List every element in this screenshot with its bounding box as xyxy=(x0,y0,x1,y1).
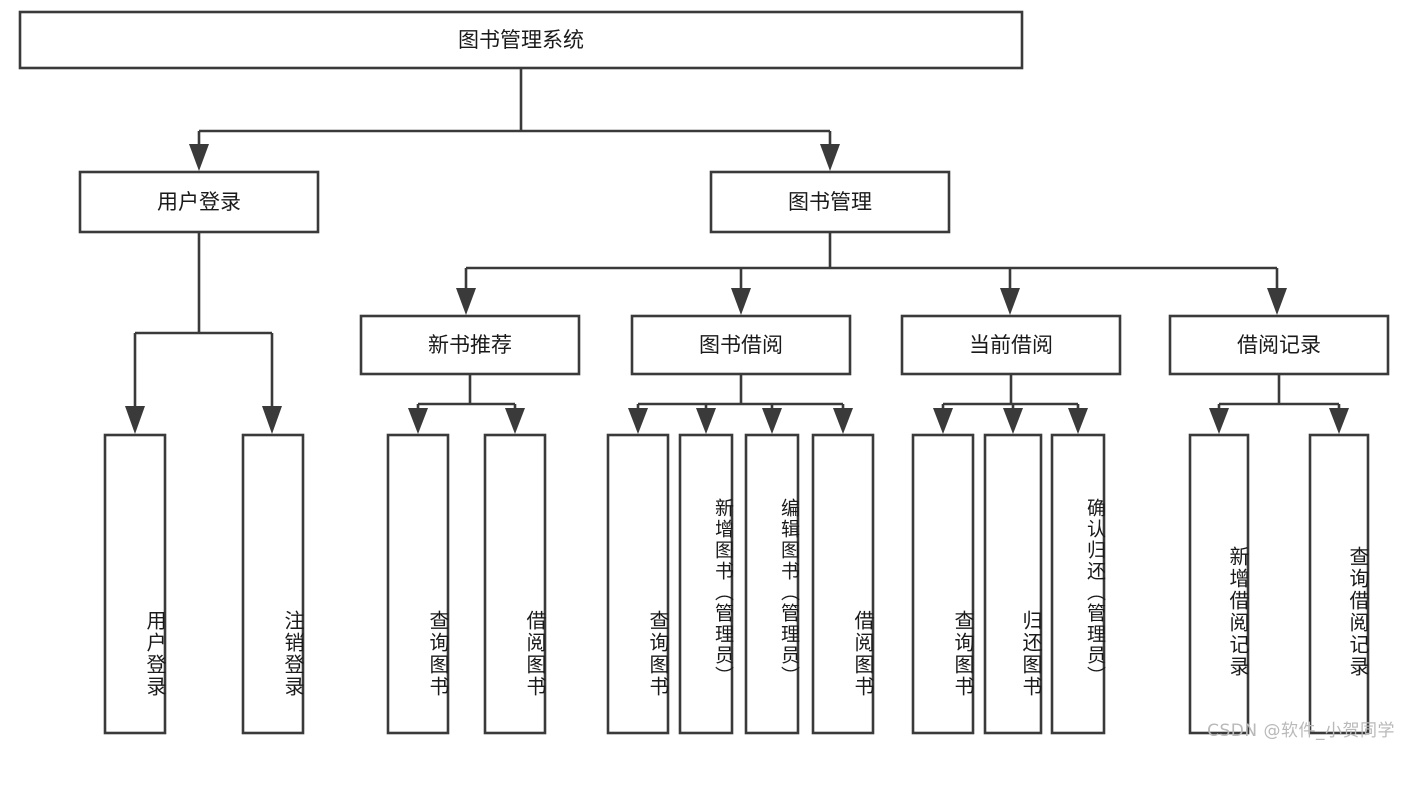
node-leaf-logout-login-box[interactable] xyxy=(241,433,305,735)
connector-root-to-level2 xyxy=(189,68,840,171)
connector-current-borrow-to-leaves xyxy=(933,374,1088,434)
node-current-borrow-label: 当前借阅 xyxy=(969,333,1053,357)
arrow-head-leaf-user-login xyxy=(125,406,145,434)
connector-book-borrow-to-leaves xyxy=(628,374,853,434)
node-leaf-user-login-box[interactable] xyxy=(103,433,167,735)
node-new-book-recommend-label: 新书推荐 xyxy=(428,333,512,357)
arrow-head-leaf-add-borrow-record xyxy=(1209,408,1229,434)
node-leaf-confirm-return-box[interactable] xyxy=(1050,433,1106,735)
arrow-head-borrow-record xyxy=(1267,288,1287,315)
arrow-head-leaf-logout-login xyxy=(262,406,282,434)
connector-book-manage-to-level3 xyxy=(456,232,1287,315)
arrow-head-new-book-recommend xyxy=(456,288,476,315)
arrow-head-leaf-edit-book xyxy=(762,408,782,434)
arrow-head-book-borrow xyxy=(731,288,751,315)
arrow-head-leaf-query-book-3 xyxy=(933,408,953,434)
node-leaf-add-book-box[interactable] xyxy=(678,433,734,735)
node-user-login-label: 用户登录 xyxy=(157,190,241,214)
node-book-manage-label: 图书管理 xyxy=(788,190,872,214)
node-leaf-query-book-3-box[interactable] xyxy=(911,433,975,735)
node-leaf-borrow-book-2-box[interactable] xyxy=(811,433,875,735)
flowchart-canvas: 图书管理系统 用户登录 图书管理 新书推荐 图书借阅 当前借阅 借阅记录 xyxy=(18,10,1390,735)
node-root-label: 图书管理系统 xyxy=(458,28,584,52)
node-leaf-query-book-2-box[interactable] xyxy=(606,433,670,735)
node-new-book-recommend-box[interactable] xyxy=(359,314,581,376)
node-root-box[interactable] xyxy=(18,10,1024,70)
connector-new-book-recommend-to-leaves xyxy=(408,374,525,434)
arrow-head-leaf-borrow-book-2 xyxy=(833,408,853,434)
node-leaf-query-book-1-box[interactable] xyxy=(386,433,450,735)
arrow-head-book-manage xyxy=(820,144,840,171)
arrow-head-leaf-borrow-book-1 xyxy=(505,408,525,434)
node-leaf-query-borrow-record-box[interactable] xyxy=(1308,433,1370,735)
arrow-head-leaf-query-borrow-record xyxy=(1329,408,1349,434)
csdn-watermark: CSDN @软件_小贺同学 xyxy=(1207,721,1395,741)
arrow-head-current-borrow xyxy=(1000,288,1020,315)
node-leaf-return-book-box[interactable] xyxy=(983,433,1043,735)
node-leaf-edit-book-box[interactable] xyxy=(744,433,800,735)
arrow-head-leaf-add-book xyxy=(696,408,716,434)
flowchart-diagram: 图书管理系统 用户登录 图书管理 新书推荐 图书借阅 当前借阅 借阅记录 xyxy=(18,10,1395,741)
node-current-borrow-box[interactable] xyxy=(900,314,1122,376)
node-book-borrow-label: 图书借阅 xyxy=(699,333,783,357)
arrow-head-leaf-query-book-2 xyxy=(628,408,648,434)
arrow-head-user-login xyxy=(189,144,209,171)
arrow-head-leaf-return-book xyxy=(1003,408,1023,434)
connector-borrow-record-to-leaves xyxy=(1209,374,1349,434)
node-borrow-record-label: 借阅记录 xyxy=(1237,333,1321,357)
node-user-login-box[interactable] xyxy=(78,170,320,234)
arrow-head-leaf-query-book-1 xyxy=(408,408,428,434)
arrow-head-leaf-confirm-return xyxy=(1068,408,1088,434)
connector-user-login-to-leaves xyxy=(125,232,282,434)
node-leaf-borrow-book-1-box[interactable] xyxy=(483,433,547,735)
node-leaf-add-borrow-record-box[interactable] xyxy=(1188,433,1250,735)
